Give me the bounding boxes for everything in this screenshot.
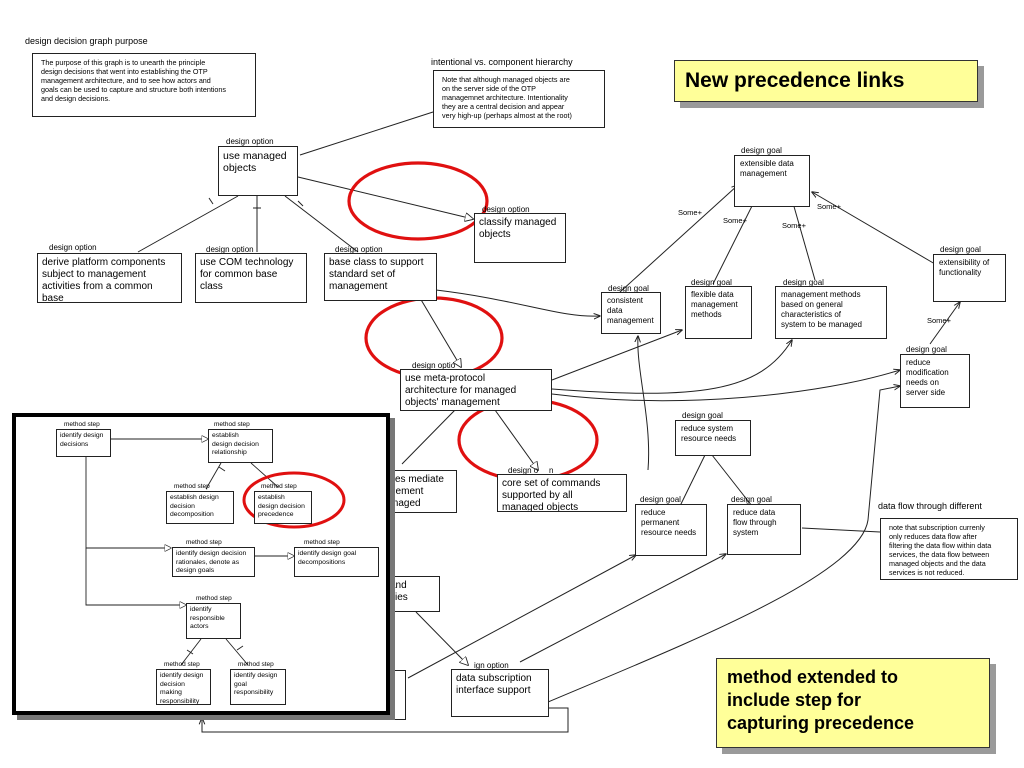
goal-flexible-data[interactable]: flexible data management methods: [685, 286, 752, 339]
hierarchy-title: intentional vs. component hierarchy: [431, 57, 573, 67]
type-label: design goal: [741, 146, 782, 155]
option-and-ities[interactable]: and ities: [385, 576, 440, 612]
goal-reduce-modification[interactable]: reduce modification needs on server side: [900, 354, 970, 408]
method-steps-inset: method step identify design decisions me…: [12, 413, 390, 715]
type-label: method step: [214, 421, 250, 428]
option-base-class[interactable]: base class to support standard set of ma…: [324, 253, 437, 301]
step-establish-precedence[interactable]: establish design decision precedence: [254, 491, 312, 524]
method-extended-callout: method extended to include step for capt…: [716, 658, 990, 748]
type-label: method step: [186, 539, 222, 546]
type-label: method step: [304, 539, 340, 546]
precedence-links-callout: New precedence links: [674, 60, 978, 102]
goal-reduce-permanent[interactable]: reduce permanent resource needs: [635, 504, 707, 556]
step-identify-decisions[interactable]: identify design decisions: [56, 429, 111, 457]
contribution-label: Some+: [817, 202, 841, 211]
type-label: design goal: [731, 495, 772, 504]
type-label: method step: [261, 483, 297, 490]
type-label: method step: [164, 661, 200, 668]
data-flow-note: note that subscription currenly only red…: [880, 518, 1018, 580]
option-use-managed-objects[interactable]: use managed objects: [218, 146, 298, 196]
option-meta-protocol[interactable]: use meta-protocol architecture for manag…: [400, 369, 552, 411]
type-label: method step: [64, 421, 100, 428]
step-identify-rationales[interactable]: identify design decision rationales, den…: [172, 547, 255, 577]
goal-mgmt-methods[interactable]: management methods based on general char…: [775, 286, 887, 339]
type-label: n: [549, 466, 554, 475]
type-label: design goal: [783, 278, 824, 287]
type-label: design goal: [682, 411, 723, 420]
contribution-label: Some+: [723, 216, 747, 225]
type-label: design optio: [412, 361, 456, 370]
contribution-label: Some+: [927, 316, 951, 325]
type-label: design goal: [940, 245, 981, 254]
contribution-label: Some+: [782, 221, 806, 230]
option-use-com[interactable]: use COM technology for common base class: [195, 253, 307, 303]
option-interfaces-mediate[interactable]: ces mediate gement maged: [385, 470, 457, 513]
step-identify-goal-decompositions[interactable]: identify design goal decompositions: [294, 547, 379, 577]
goal-extensible-data[interactable]: extensible data management: [734, 155, 810, 207]
option-derive-platform[interactable]: derive platform components subject to ma…: [37, 253, 182, 303]
goal-reduce-system[interactable]: reduce system resource needs: [675, 420, 751, 456]
type-label: method step: [238, 661, 274, 668]
goal-consistent-data[interactable]: consistent data management: [601, 292, 661, 334]
option-classify-managed-objects[interactable]: classify managed objects: [474, 213, 566, 263]
type-label: design option: [335, 245, 383, 254]
option-core-commands[interactable]: core set of commands supported by all ma…: [497, 474, 627, 512]
step-establish-decomposition[interactable]: establish design decision decomposition: [166, 491, 234, 524]
type-label: design goal: [640, 495, 681, 504]
type-label: design goal: [608, 284, 649, 293]
hierarchy-note: Note that although managed objects are o…: [433, 70, 605, 128]
step-establish-relationship[interactable]: establish design decision relationship: [208, 429, 273, 463]
goal-reduce-data-flow[interactable]: reduce data flow through system: [727, 504, 801, 555]
data-flow-title: data flow through different: [878, 501, 982, 511]
purpose-title: design decision graph purpose: [25, 36, 148, 46]
type-label: method step: [196, 595, 232, 602]
type-label: design o: [508, 466, 539, 475]
type-label: design option: [206, 245, 254, 254]
type-label: design goal: [906, 345, 947, 354]
type-label: design option: [226, 137, 274, 146]
step-identify-actors[interactable]: identify responsible actors: [186, 603, 241, 639]
purpose-note: The purpose of this graph is to unearth …: [32, 53, 256, 117]
step-identify-goal-responsibility[interactable]: identify design goal responsibility: [230, 669, 286, 705]
type-label: design goal: [691, 278, 732, 287]
type-label: design option: [482, 205, 530, 214]
step-identify-making-responsibility[interactable]: identify design decision making responsi…: [156, 669, 211, 705]
type-label: ign option: [474, 661, 509, 670]
type-label: design option: [49, 243, 97, 252]
option-data-subscription[interactable]: data subscription interface support: [451, 669, 549, 717]
goal-extensibility[interactable]: extensibility of functionality: [933, 254, 1006, 302]
type-label: method step: [174, 483, 210, 490]
inset-links: [85, 417, 346, 666]
contribution-label: Some+: [678, 208, 702, 217]
